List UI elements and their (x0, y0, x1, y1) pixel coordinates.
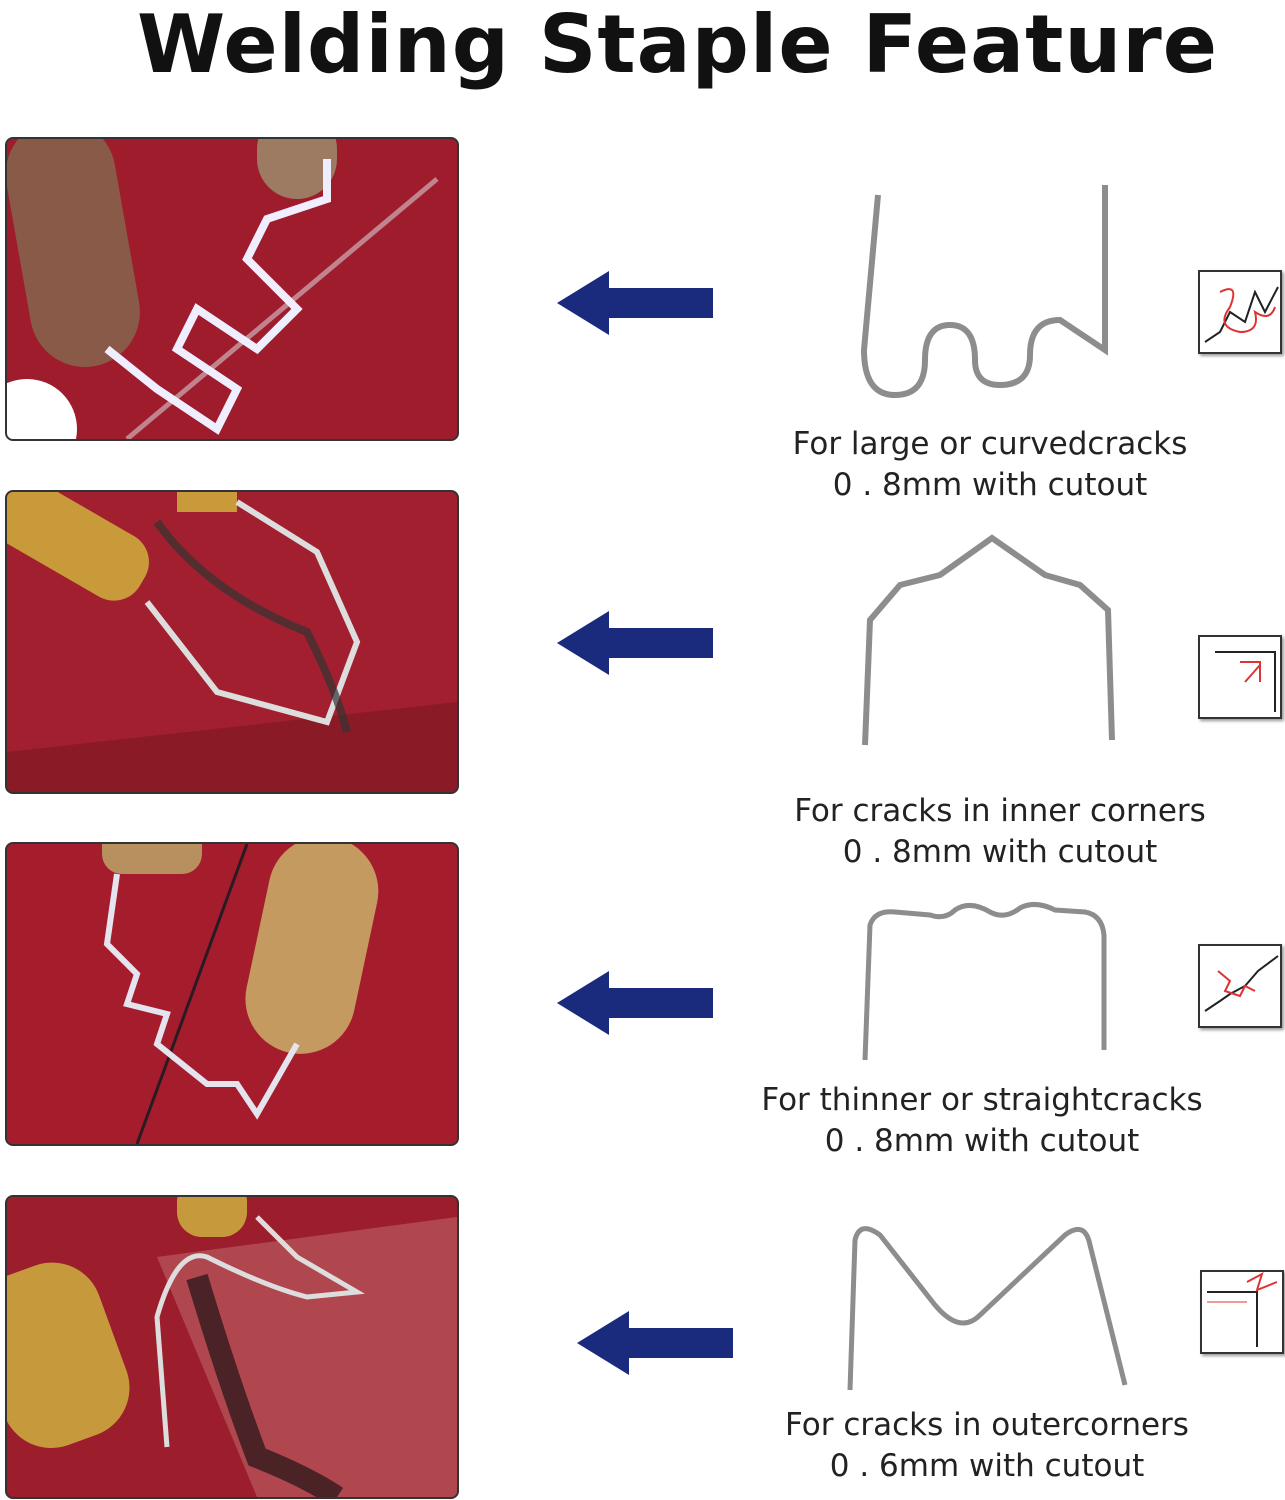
flat-wave-staple-image (862, 902, 1107, 1061)
caption-row-1: For large or curvedcracks 0 . 8mm with c… (740, 424, 1240, 506)
arrow-left-icon (557, 611, 713, 675)
caption-row-3: For thinner or straightcracks 0 . 8mm wi… (732, 1080, 1232, 1162)
caption-row-2: For cracks in inner corners 0 . 8mm with… (750, 791, 1250, 873)
caption-title: For cracks in inner corners (794, 793, 1206, 829)
outer-corner-staple-image (847, 1226, 1128, 1391)
arrow-left-icon (557, 271, 713, 335)
photo-outer-corner-repair (5, 1195, 459, 1499)
caption-spec: 0 . 8mm with cutout (832, 467, 1148, 503)
photo-curved-crack-repair (5, 137, 459, 441)
arrow-left-icon (577, 1311, 733, 1375)
caption-title: For cracks in outercorners (785, 1407, 1189, 1443)
straight-crack-icon (1198, 944, 1282, 1028)
wave-staple-image (860, 185, 1108, 399)
caption-spec: 0 . 6mm with cutout (829, 1448, 1145, 1484)
inner-corner-staple-image (862, 534, 1115, 746)
outer-corner-icon (1200, 1270, 1284, 1354)
inner-corner-icon (1194, 635, 1282, 719)
caption-spec: 0 . 8mm with cutout (824, 1123, 1140, 1159)
caption-spec: 0 . 8mm with cutout (842, 834, 1158, 870)
caption-row-4: For cracks in outercorners 0 . 6mm with … (737, 1405, 1237, 1487)
page-title: Welding Staple Feature (136, 0, 1219, 91)
arrow-left-icon (557, 971, 713, 1035)
caption-title: For thinner or straightcracks (761, 1082, 1203, 1118)
photo-inner-corner-repair (5, 490, 459, 794)
caption-title: For large or curvedcracks (792, 426, 1188, 462)
curved-crack-icon (1198, 270, 1282, 354)
photo-straight-crack-repair (5, 842, 459, 1146)
